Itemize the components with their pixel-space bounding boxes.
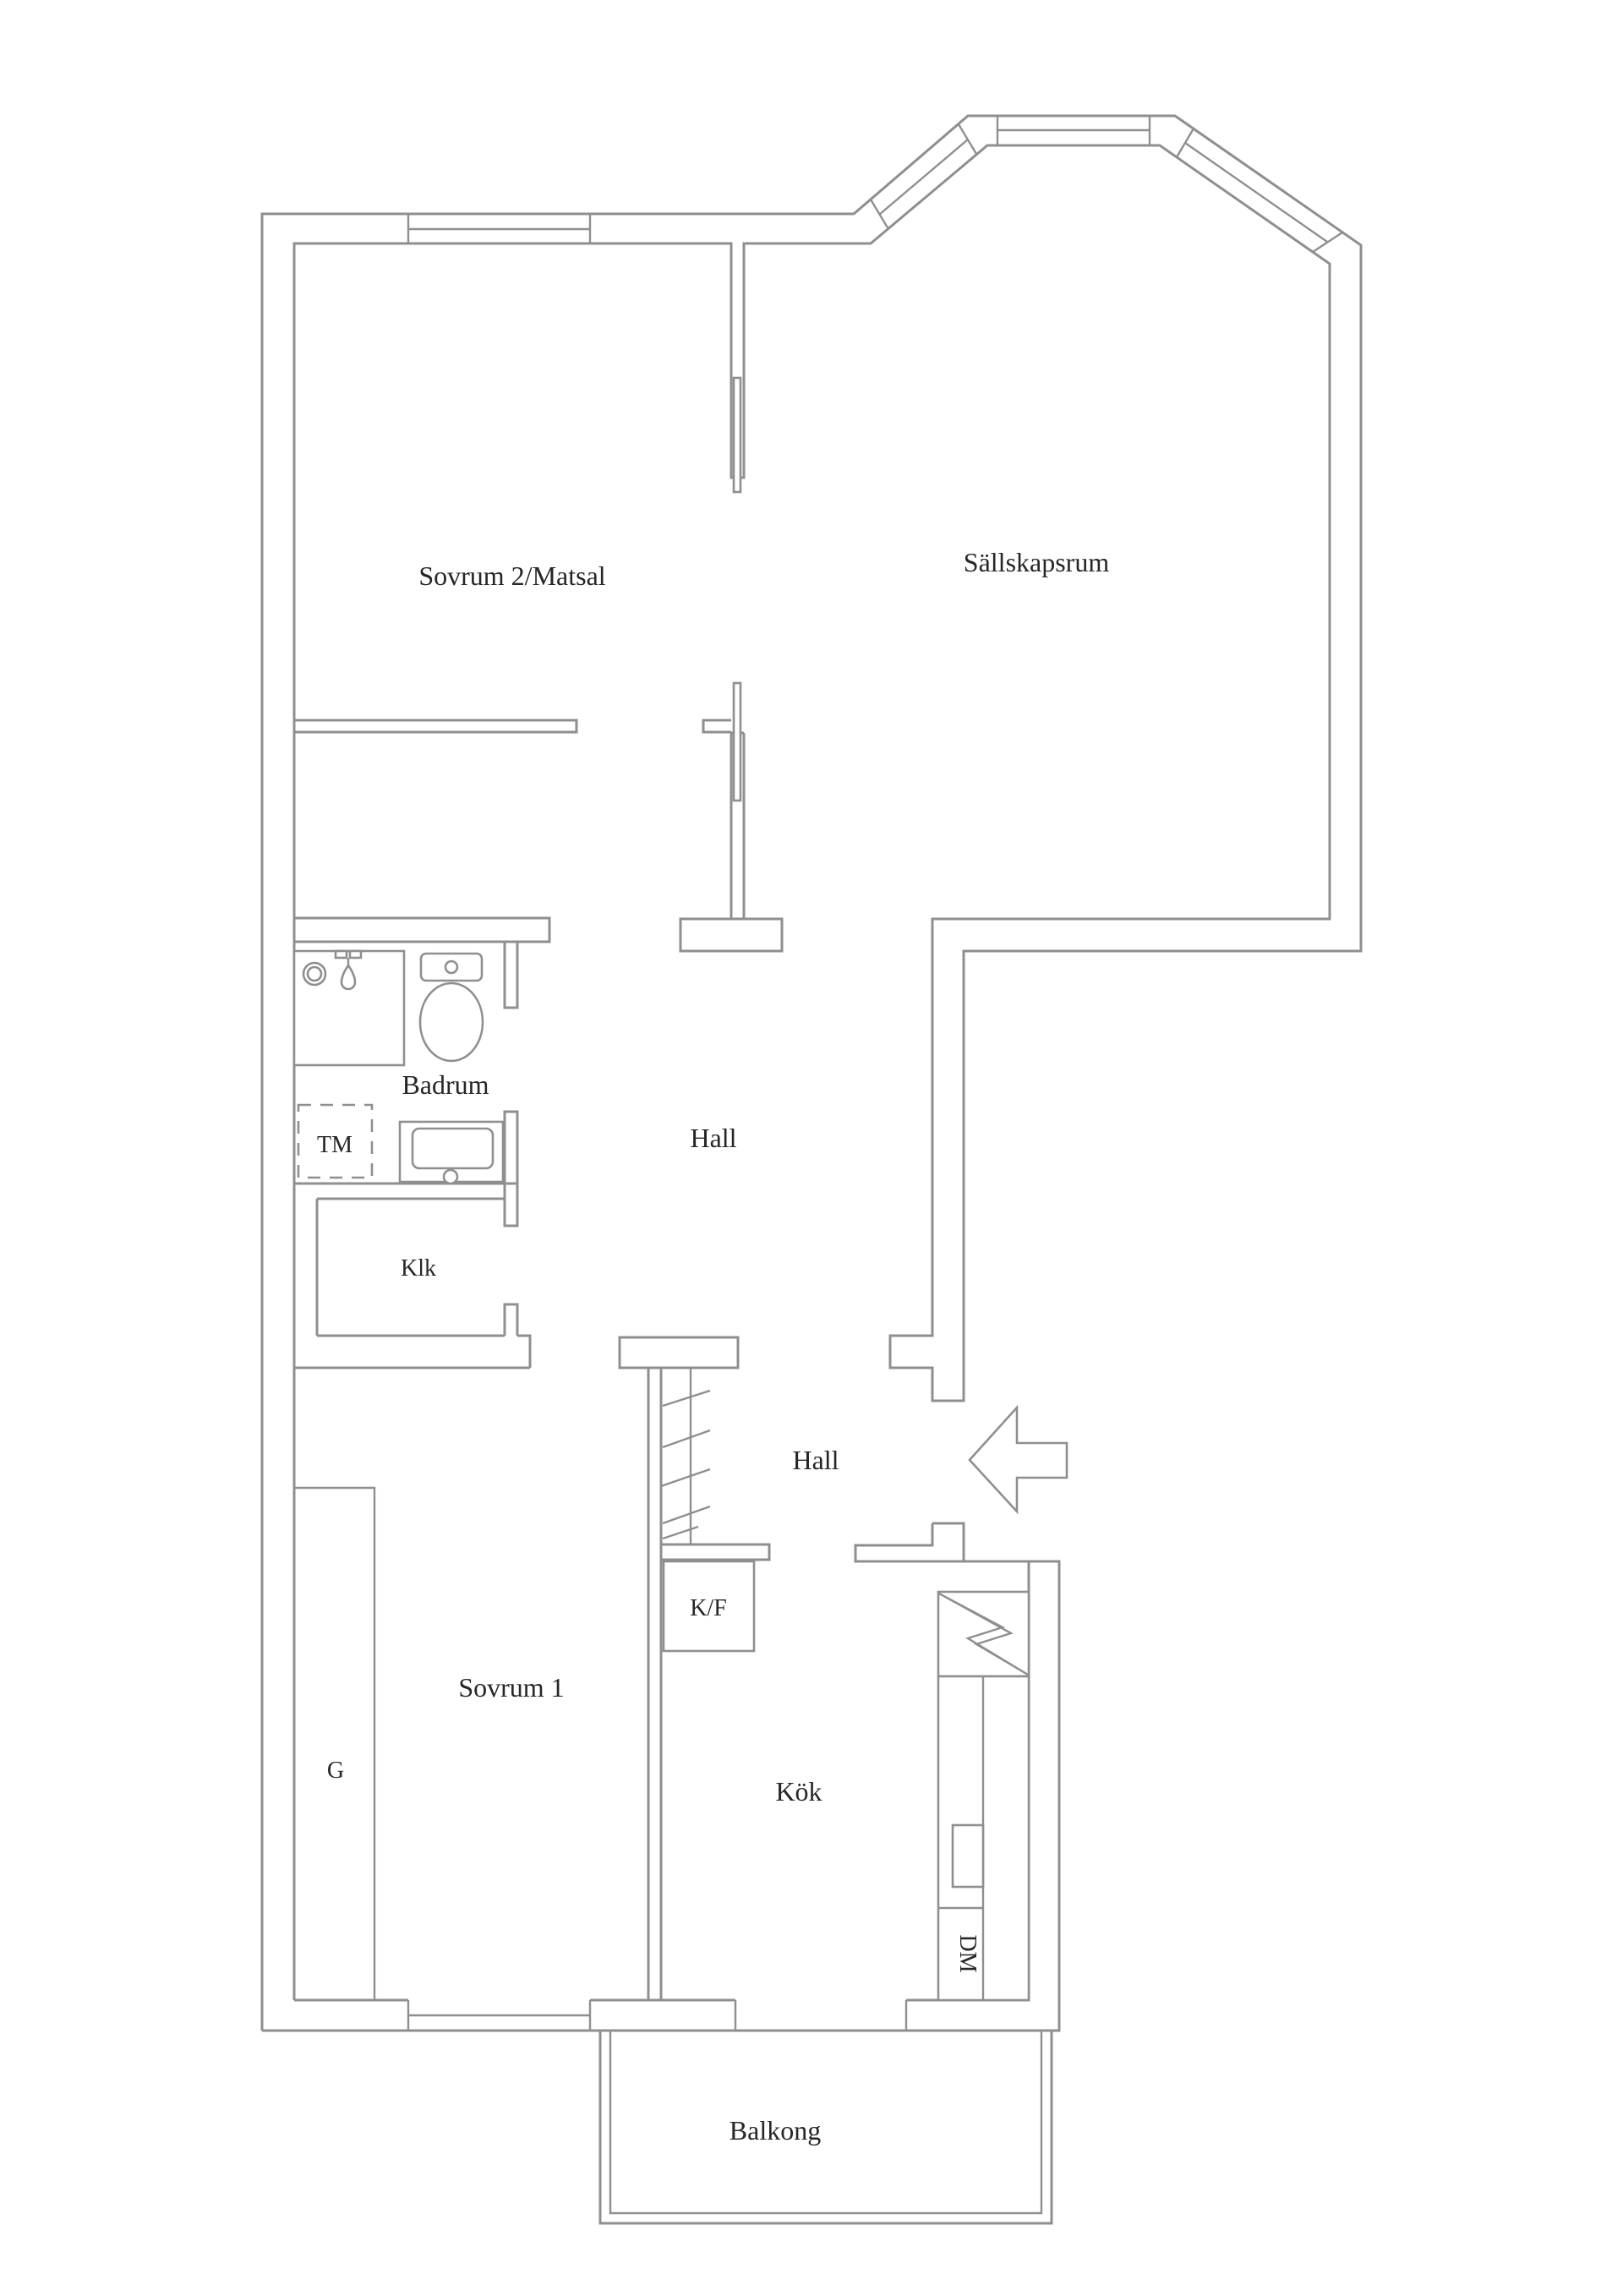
fixture-labels: TM K/F G DM xyxy=(317,1132,981,1973)
fridge-freezer-cabinet xyxy=(662,1560,756,1653)
sliding-door-leaves xyxy=(732,376,742,802)
room-label-hall-lower: Hall xyxy=(792,1445,839,1475)
hall-wardrobe-hatch xyxy=(660,1368,711,1544)
fixture-label-tm: TM xyxy=(317,1132,352,1158)
room-label-balkong: Balkong xyxy=(730,2115,821,2146)
room-labels: Sovrum 2/Matsal Sällskapsrum Badrum Hall… xyxy=(401,547,1109,2146)
toilet-fixture xyxy=(418,952,484,1063)
fixture-label-g: G xyxy=(327,1758,344,1784)
room-label-klk: Klk xyxy=(401,1255,436,1282)
balcony-railing xyxy=(598,2031,1053,2225)
fixture-label-dm: DM xyxy=(954,1934,981,1972)
shower-fixture xyxy=(292,949,406,1067)
room-label-hall-upper: Hall xyxy=(690,1123,736,1153)
fixture-label-kf: K/F xyxy=(690,1595,727,1621)
washbasin-fixture xyxy=(398,1120,505,1185)
stove-fixture xyxy=(937,1590,1030,1678)
room-label-sovrum2: Sovrum 2/Matsal xyxy=(418,560,605,591)
walls-outline xyxy=(260,114,1363,2032)
room-label-sallskapsrum: Sällskapsrum xyxy=(964,547,1110,577)
entrance-arrow-icon xyxy=(968,1404,1068,1515)
room-label-kok: Kök xyxy=(775,1776,822,1807)
kitchen-counter xyxy=(937,1675,1030,2002)
room-label-sovrum1: Sovrum 1 xyxy=(458,1672,564,1703)
room-label-badrum: Badrum xyxy=(402,1069,489,1100)
windows xyxy=(407,116,1343,2031)
wardrobe-g xyxy=(294,1486,376,2000)
stove-lightning-icon xyxy=(938,1592,1029,1676)
washing-machine-fixture xyxy=(297,1103,374,1179)
